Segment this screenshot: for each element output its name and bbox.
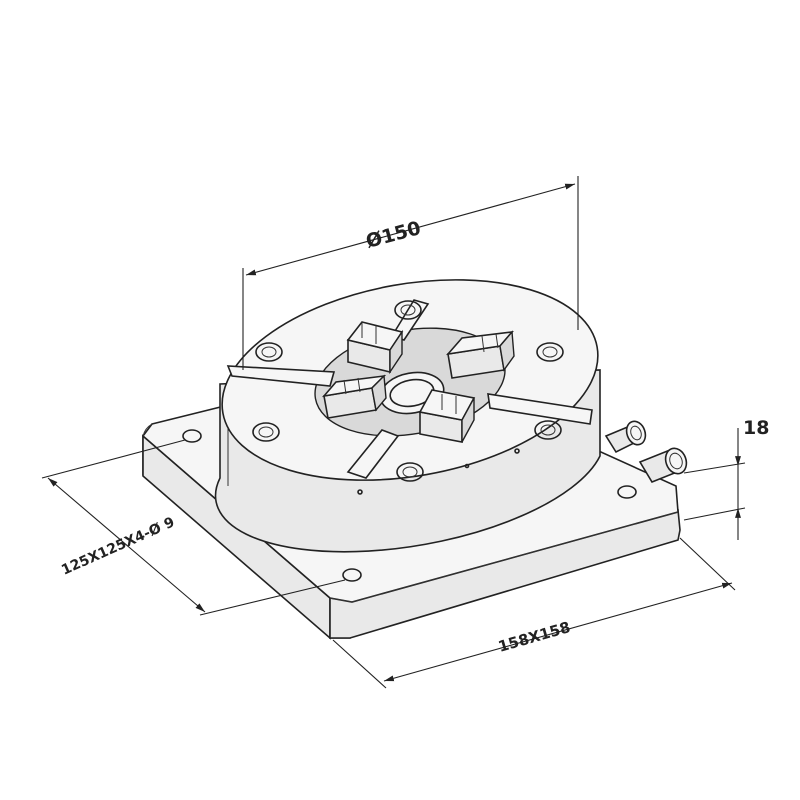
base-plate-corner	[142, 423, 153, 437]
bolt-hole	[255, 342, 283, 362]
bolt-hole	[536, 342, 564, 362]
diameter-label: Ø150	[364, 217, 424, 253]
jaw-slots	[226, 299, 593, 479]
jaw-right	[445, 330, 515, 379]
jaws	[321, 321, 515, 443]
mount-hole-right	[617, 485, 637, 499]
bolt-holes	[252, 300, 564, 482]
jaw-back	[346, 321, 404, 375]
jaw-slot-right	[487, 393, 593, 425]
jaw-front	[418, 389, 476, 443]
dimension-height: 18	[683, 417, 769, 540]
center-bore-inner	[389, 378, 435, 408]
mount-hole-front	[342, 568, 362, 582]
jaw-left	[321, 374, 387, 419]
mount-hole-left	[182, 429, 202, 443]
air-fitting-upper	[604, 420, 647, 454]
jaw-slot-front	[346, 429, 400, 479]
bolt-hole	[252, 422, 280, 442]
base-plate-top-edge	[329, 511, 679, 603]
jaw-slot-back	[390, 299, 430, 341]
air-fitting-lower	[638, 447, 688, 483]
jaw-slot-left	[226, 365, 336, 387]
hole-pattern-label: 125X125X4-Ø 9	[59, 514, 177, 578]
height-label: 18	[743, 417, 769, 439]
bolt-hole	[394, 300, 422, 320]
air-fittings	[604, 420, 688, 483]
bolt-hole	[396, 462, 424, 482]
bolt-hole	[534, 420, 562, 440]
base-size-label: 158X158	[496, 618, 572, 656]
